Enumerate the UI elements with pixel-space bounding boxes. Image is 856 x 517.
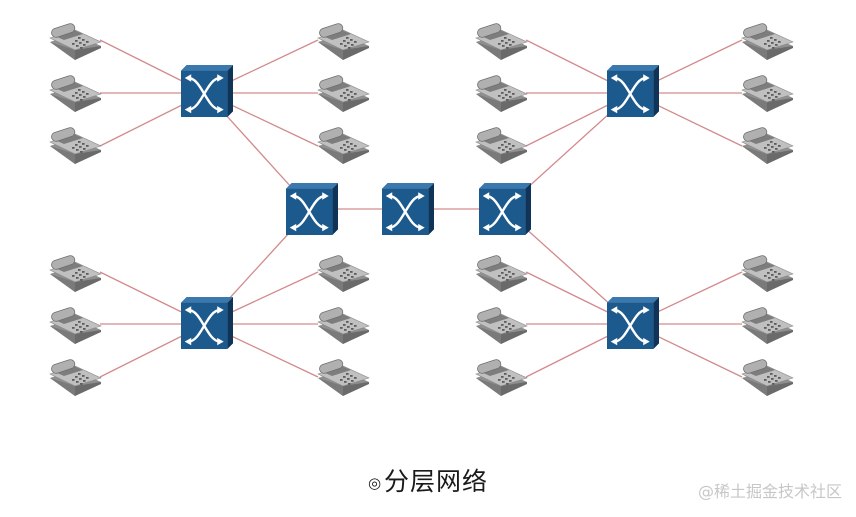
watermark: @稀土掘金技术社区 <box>697 482 842 501</box>
network-switch-icon <box>607 297 659 349</box>
ip-phone-icon <box>741 253 794 293</box>
network-switch-icon <box>607 65 659 117</box>
network-switch-icon <box>382 183 434 235</box>
ip-phone-icon <box>741 305 794 345</box>
ip-phone-icon <box>475 21 528 61</box>
ip-phone-icon <box>741 21 794 61</box>
network-switch-icon <box>181 297 233 349</box>
ip-phone-icon <box>741 73 794 113</box>
ip-phone-icon <box>475 253 528 293</box>
network-switch-icon <box>181 65 233 117</box>
ip-phone-icon <box>741 125 794 165</box>
ip-phone-icon <box>317 253 370 293</box>
figure-caption: ◎分层网络 <box>0 462 856 498</box>
caption-mark: ◎ <box>367 474 383 492</box>
ip-phone-icon <box>475 125 528 165</box>
ip-phone-icon <box>49 253 102 293</box>
ip-phone-icon <box>49 357 102 397</box>
ip-phone-icon <box>475 73 528 113</box>
ip-phone-icon <box>475 357 528 397</box>
network-switch-icon <box>286 183 338 235</box>
ip-phone-icon <box>49 73 102 113</box>
ip-phone-icon <box>741 357 794 397</box>
ip-phone-icon <box>475 305 528 345</box>
ip-phone-icon <box>317 305 370 345</box>
ip-phone-icon <box>49 125 102 165</box>
ip-phone-icon <box>317 125 370 165</box>
ip-phone-icon <box>317 73 370 113</box>
switches <box>181 65 659 349</box>
ip-phone-icon <box>49 21 102 61</box>
network-switch-icon <box>479 183 531 235</box>
ip-phone-icon <box>317 21 370 61</box>
ip-phone-icon <box>317 357 370 397</box>
caption-text: 分层网络 <box>384 467 489 496</box>
ip-phone-icon <box>49 305 102 345</box>
